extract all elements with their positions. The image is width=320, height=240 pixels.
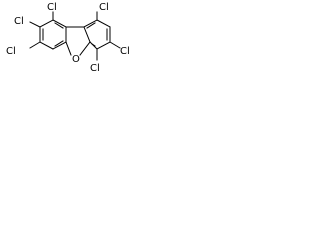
chlorine-label: Cl <box>90 63 100 74</box>
right-benzene-ring <box>83 19 111 50</box>
chlorine-label: Cl <box>6 46 16 57</box>
substituent-bonds <box>29 11 121 61</box>
bond <box>29 41 41 49</box>
double-bond <box>54 22 64 29</box>
double-bond <box>86 22 96 29</box>
chlorine-label: Cl <box>99 2 109 13</box>
bond <box>83 26 91 43</box>
bond <box>65 41 72 56</box>
bond <box>79 41 91 56</box>
bond <box>39 19 54 28</box>
molecule-canvas: Cl Cl Cl Cl Cl Cl O <box>0 0 154 83</box>
hexachlorodibenzofuran-structure: Cl Cl Cl Cl Cl Cl O <box>6 2 130 74</box>
chlorine-label: Cl <box>47 2 57 13</box>
bond <box>29 21 41 28</box>
oxygen-label: O <box>72 54 80 65</box>
chlorine-label: Cl <box>120 46 130 57</box>
bond <box>52 41 67 50</box>
chlorine-label: Cl <box>14 16 24 27</box>
bond <box>39 41 54 50</box>
furan-ring <box>65 26 91 56</box>
left-benzene-ring <box>39 19 67 50</box>
bond <box>83 19 98 28</box>
bond <box>52 19 67 28</box>
double-bond <box>91 43 96 47</box>
double-bond <box>54 40 64 47</box>
bond <box>96 41 111 50</box>
bond <box>109 41 121 49</box>
bond <box>96 19 111 28</box>
